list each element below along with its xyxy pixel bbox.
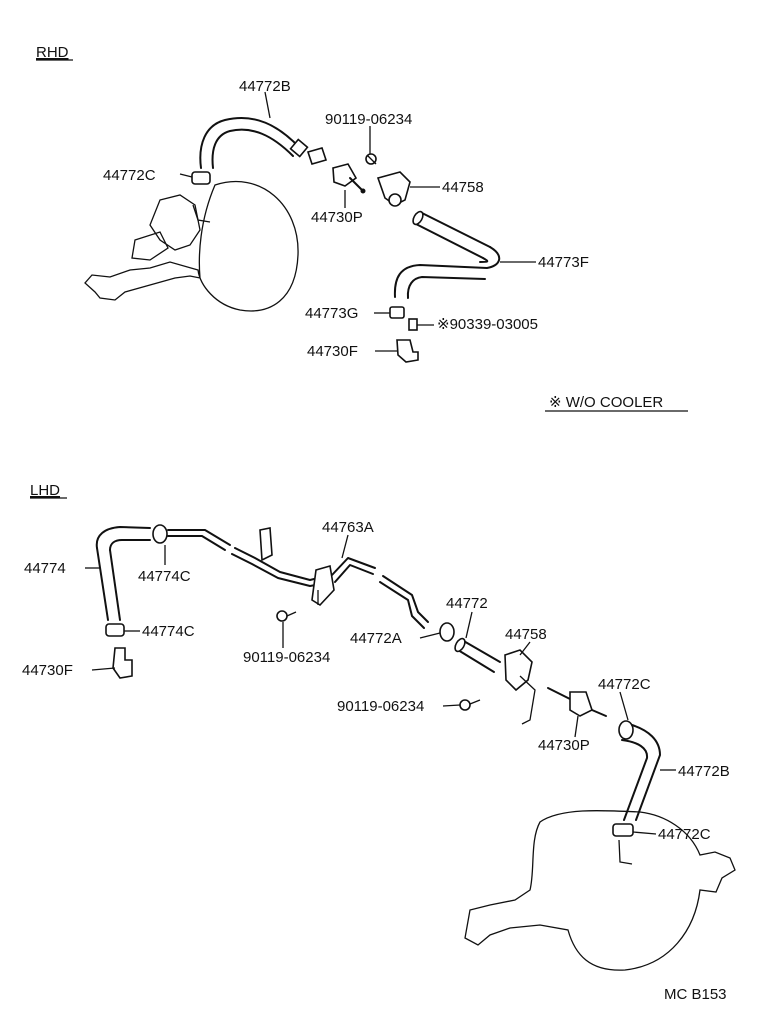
lhd-label-44774: 44774 xyxy=(24,560,66,577)
rhd-clamp-44773g xyxy=(389,306,405,319)
lhd-label-44763a: 44763A xyxy=(322,519,374,536)
lhd-label-44772c-upper: 44772C xyxy=(598,676,651,693)
lhd-hose-44772 xyxy=(461,639,501,663)
note-without-cooler: ※ W/O COOLER xyxy=(549,394,663,411)
rhd-label-90339: ※90339-03005 xyxy=(437,316,538,333)
rhd-clamp xyxy=(306,147,328,165)
rhd-brake-booster xyxy=(84,180,299,312)
rhd-hose-44773f-inner xyxy=(406,276,486,299)
lhd-pipe-44763a xyxy=(331,557,376,576)
lhd-bracket-left xyxy=(259,527,273,562)
lhd-leaders xyxy=(85,534,676,835)
lhd-bracket-44758 xyxy=(504,649,533,692)
lhd-bracket-44763a xyxy=(311,564,335,607)
lhd-label-90119-right: 90119-06234 xyxy=(337,698,424,715)
rhd-leaders xyxy=(179,91,536,352)
rhd-master-cylinder xyxy=(131,231,169,261)
lhd-hose-44774 xyxy=(96,547,109,621)
lhd-check-valve-tube xyxy=(618,839,633,865)
rhd-label-44772b: 44772B xyxy=(239,78,291,95)
lhd-clamp-44772c-upper xyxy=(618,720,634,740)
lhd-clamp-44774c-top xyxy=(152,524,168,544)
lhd-hose-44774-top xyxy=(95,526,151,549)
lhd-label-44758: 44758 xyxy=(505,626,547,643)
rhd-assembly xyxy=(84,117,501,363)
lhd-label-90119-left: 90119-06234 xyxy=(243,649,330,666)
rhd-hose-end xyxy=(289,138,309,158)
lhd-label-44772c-lower: 44772C xyxy=(658,826,711,843)
lhd-label-44774c-top: 44774C xyxy=(138,568,191,585)
lhd-hose-44772b-inner xyxy=(621,739,649,821)
rhd-hose-44773f-outer xyxy=(393,246,501,298)
lhd-hose-44772b-outer xyxy=(631,724,661,821)
rhd-plug-90339 xyxy=(408,318,418,331)
rhd-hose-44772b-inner xyxy=(211,128,294,169)
rhd-bracket-44758 xyxy=(376,171,411,206)
rhd-valve-44730f xyxy=(396,339,419,363)
lhd-label-44730p: 44730P xyxy=(538,737,590,754)
lhd-label-44730f: 44730F xyxy=(22,662,73,679)
lhd-clamp-44772c-lower xyxy=(612,823,634,837)
rhd-label-44758: 44758 xyxy=(442,179,484,196)
rhd-label-44730f: 44730F xyxy=(307,343,358,360)
rhd-booster-port xyxy=(149,194,201,251)
rhd-label-44773f: 44773F xyxy=(538,254,589,271)
lhd-pipe-3 xyxy=(382,575,429,623)
rhd-valve-44730p xyxy=(332,163,358,187)
lhd-pipe-1 xyxy=(167,529,231,546)
lhd-clamp-44774c-bottom xyxy=(105,623,125,637)
lhd-label-44774c-bottom: 44774C xyxy=(142,623,195,640)
rhd-clamp-44772c xyxy=(191,171,211,185)
section-title-lhd: LHD xyxy=(30,482,60,499)
lhd-assembly xyxy=(95,524,736,971)
lhd-valve-44730f xyxy=(112,647,133,679)
drawing-code: MC B153 xyxy=(664,986,727,1003)
section-title-rhd: RHD xyxy=(36,44,69,61)
rhd-check-valve-tube xyxy=(192,204,211,223)
lhd-brake-booster xyxy=(464,809,736,971)
rhd-label-44772c: 44772C xyxy=(103,167,156,184)
rhd-hose-44772b-outer xyxy=(199,117,301,169)
rhd-label-44773g: 44773G xyxy=(305,305,358,322)
lhd-label-44772b: 44772B xyxy=(678,763,730,780)
rhd-label-90119: 90119-06234 xyxy=(325,111,412,128)
lhd-bolt-2 xyxy=(459,699,471,711)
lhd-clamp-44772a xyxy=(439,622,455,642)
lhd-label-44772: 44772 xyxy=(446,595,488,612)
rhd-hose-44773f-top xyxy=(419,211,491,248)
rhd-label-44730p: 44730P xyxy=(311,209,363,226)
lhd-valve-44730p xyxy=(569,691,593,717)
lhd-label-44772a: 44772A xyxy=(350,630,402,647)
lhd-bolt-1 xyxy=(276,610,288,622)
